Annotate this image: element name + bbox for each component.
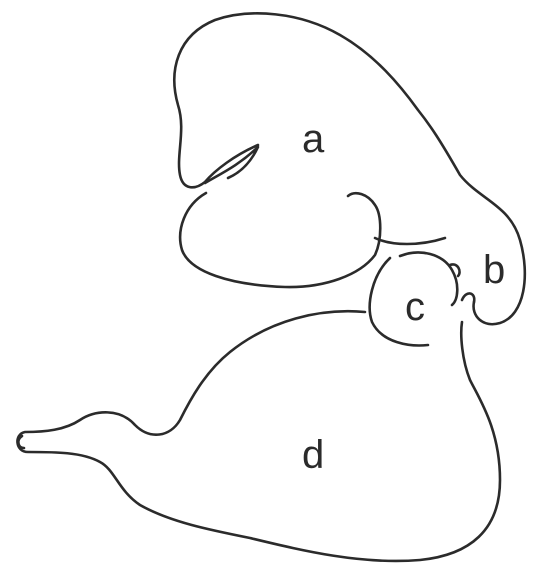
region-a-outline: [174, 13, 524, 324]
label-d: d: [302, 433, 324, 477]
label-a: a: [302, 117, 325, 161]
region-a-notch: [205, 147, 258, 183]
label-c: c: [405, 285, 425, 329]
region-b-hook: [462, 293, 474, 302]
region-d-outline: [17, 311, 500, 561]
region-a-lower-lobe: [180, 193, 380, 287]
label-b: b: [483, 248, 505, 292]
region-d-tail-tip: [18, 436, 24, 448]
a-c-connector: [375, 238, 445, 244]
